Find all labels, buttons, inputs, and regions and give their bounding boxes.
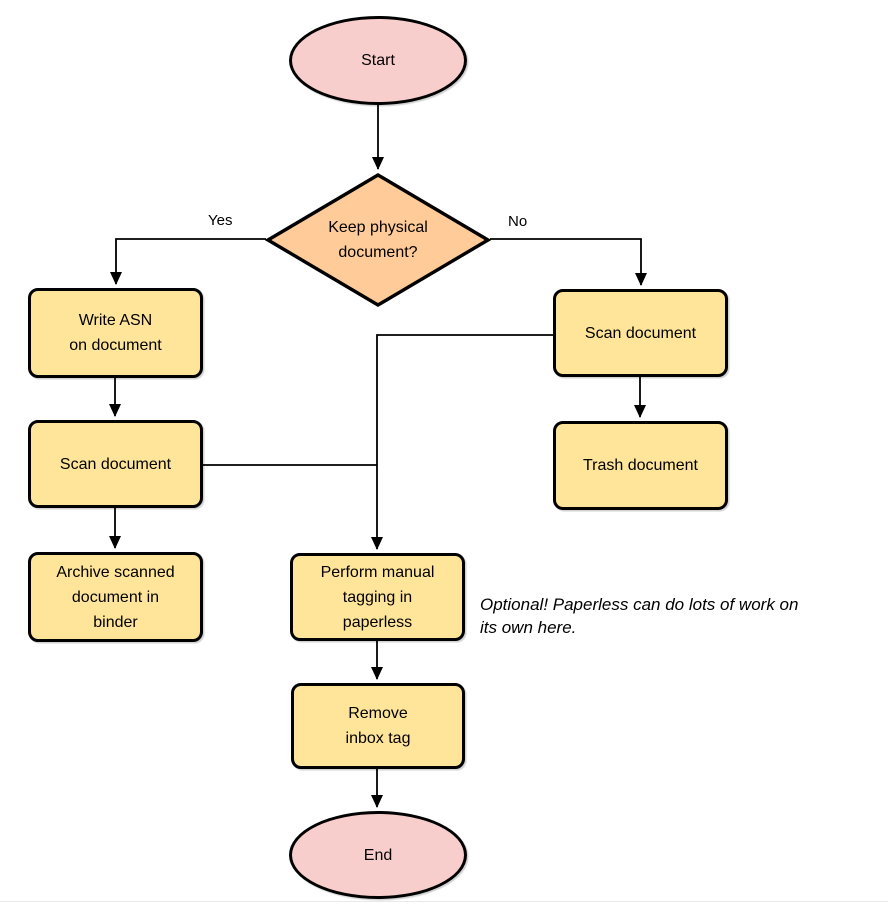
node-scan-document-left: Scan document bbox=[28, 420, 203, 508]
edge-label-no: No bbox=[508, 213, 528, 230]
node-start-label: Start bbox=[361, 52, 395, 69]
node-decision-keep-physical: Keep physical document? bbox=[265, 172, 491, 308]
node-scan-document-left-label: Scan document bbox=[59, 455, 172, 473]
node-remove-inbox-tag: Remove inbox tag bbox=[291, 683, 465, 769]
node-trash-document-label: Trash document bbox=[582, 457, 698, 474]
node-decision-label: Keep physical document? bbox=[328, 219, 428, 261]
node-manual-tagging: Perform manual tagging in paperless bbox=[290, 553, 465, 641]
node-scan-document-right-label: Scan document bbox=[584, 324, 697, 342]
node-end-label: End bbox=[363, 846, 393, 864]
edge-decision-to-write-asn bbox=[110, 238, 266, 285]
node-write-asn: Write ASN on document bbox=[28, 288, 203, 378]
node-remove-inbox-tag-label: Remove inbox tag bbox=[345, 705, 411, 747]
diamond-shape bbox=[265, 173, 491, 307]
node-archive-scanned-label: Archive scanned document in binder bbox=[56, 563, 175, 631]
node-archive-scanned: Archive scanned document in binder bbox=[28, 552, 203, 642]
optional-note: Optional! Paperless can do lots of work … bbox=[480, 595, 799, 637]
page-bottom-border bbox=[0, 901, 888, 902]
edge-scan-right-to-tagging bbox=[371, 334, 553, 550]
edge-label-yes: Yes bbox=[208, 212, 233, 229]
node-end: End bbox=[289, 811, 467, 899]
node-trash-document: Trash document bbox=[553, 421, 728, 510]
node-write-asn-label: Write ASN on document bbox=[69, 312, 162, 354]
edge-decision-to-scan-right bbox=[490, 238, 647, 286]
node-manual-tagging-label: Perform manual tagging in paperless bbox=[320, 563, 435, 631]
node-scan-document-right: Scan document bbox=[553, 289, 728, 377]
node-start: Start bbox=[289, 16, 467, 105]
